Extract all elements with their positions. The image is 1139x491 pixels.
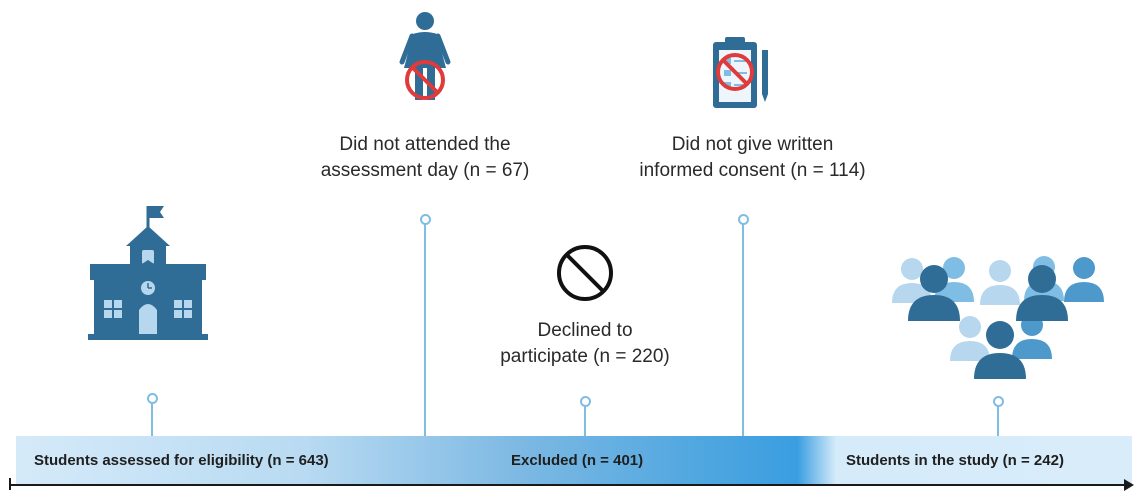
timeline-band [16,436,1132,486]
clipboard-prohibited-icon [713,37,768,108]
declined-line2: participate (n = 220) [500,346,670,367]
not-attended-line1: Did not attended the [339,134,511,155]
declined-connector [584,404,586,436]
no-consent-line1: Did not give written [671,134,834,155]
assessed-label: Students assessed for eligibility (n = 6… [34,452,329,469]
people-group-icon [892,256,1104,379]
no-consent-connector [742,224,744,436]
no-consent-line2: informed consent (n = 114) [639,160,866,181]
prohibited-icon [557,245,613,301]
declined-label: Declined to participate (n = 220) [470,318,700,370]
axis-arrow-icon [1124,479,1134,491]
not-attended-connector [424,224,426,436]
excluded-label: Excluded (n = 401) [511,452,644,469]
study-pin [993,396,1004,407]
school-building-icon [88,206,208,340]
assessed-connector [151,401,153,436]
study-label: Students in the study (n = 242) [846,452,1064,469]
not-attended-line2: assessment day (n = 67) [320,160,530,181]
study-connector [997,404,999,436]
person-prohibited-icon [399,12,451,100]
assessed-pin [147,393,158,404]
timeline-axis [10,484,1130,486]
declined-line1: Declined to [537,320,633,341]
declined-pin [580,396,591,407]
not-attended-label: Did not attended the assessment day (n =… [300,132,550,184]
no-consent-label: Did not give written informed consent (n… [610,132,895,184]
not-attended-pin [420,214,431,225]
no-consent-pin [738,214,749,225]
axis-start-tick [9,478,11,490]
